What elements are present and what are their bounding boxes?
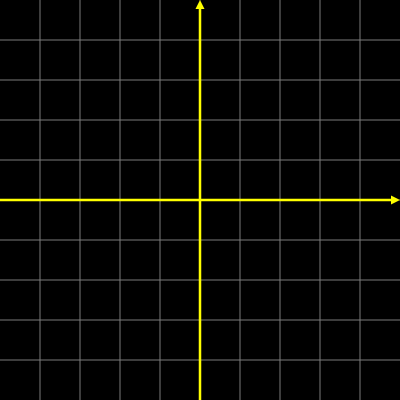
x-axis-arrowhead [391,195,400,205]
y-axis-arrowhead [195,0,205,9]
